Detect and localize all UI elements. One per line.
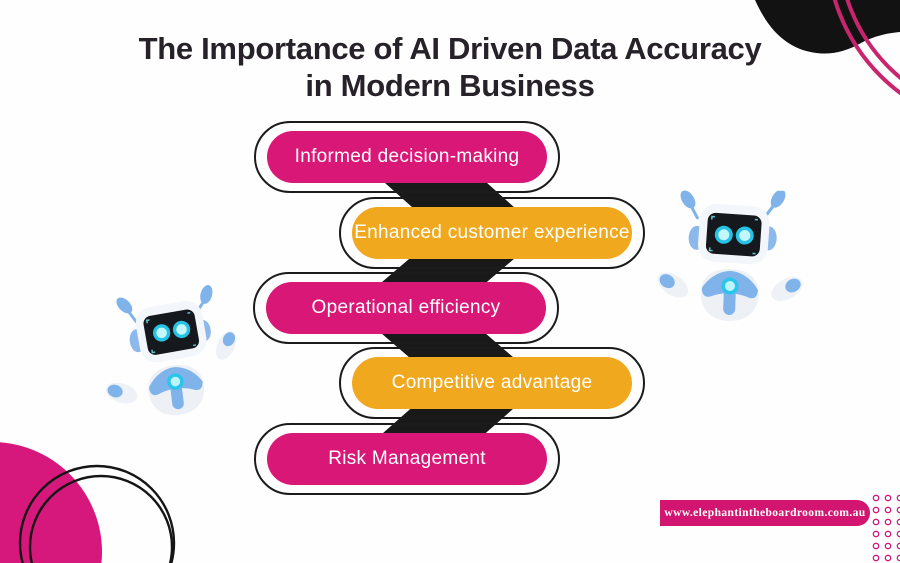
black-blob-icon xyxy=(755,0,900,54)
black-ring-icon xyxy=(28,474,174,563)
pill-competitive-advantage: Competitive advantage xyxy=(339,347,645,419)
black-ring-icon xyxy=(18,464,176,563)
page-title: The Importance of AI Driven Data Accurac… xyxy=(0,30,900,104)
pill-label: Risk Management xyxy=(267,433,547,485)
pill-informed-decision-making: Informed decision-making xyxy=(254,121,560,193)
robot-mascot-right-icon xyxy=(657,189,803,321)
pill-label: Enhanced customer experience xyxy=(352,207,632,259)
website-banner: www.elephantintheboardroom.com.au xyxy=(660,500,870,526)
pill-label: Operational efficiency xyxy=(266,282,546,334)
pill-label: Competitive advantage xyxy=(352,357,632,409)
pill-enhanced-customer-experience: Enhanced customer experience xyxy=(339,197,645,269)
pill-risk-management: Risk Management xyxy=(254,423,560,495)
pink-circle-icon xyxy=(0,442,102,563)
pink-dot-grid-icon xyxy=(870,492,900,563)
pill-label: Informed decision-making xyxy=(267,131,547,183)
pill-operational-efficiency: Operational efficiency xyxy=(253,272,559,344)
robot-mascot-left-icon xyxy=(105,285,237,416)
page-title-line1: The Importance of AI Driven Data Accurac… xyxy=(138,31,762,66)
page-title-line2: in Modern Business xyxy=(305,68,595,103)
website-url: www.elephantintheboardroom.com.au xyxy=(664,507,866,519)
